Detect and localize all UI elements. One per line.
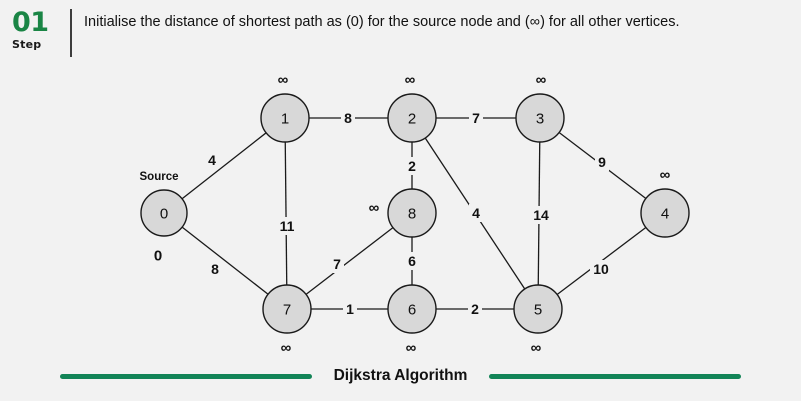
graph-node-label-0: 0 [160, 206, 168, 223]
header: 01 Step Initialise the distance of short… [0, 0, 801, 68]
graph-edge-0-7 [181, 226, 269, 295]
edge-weight-halo-0-1 [205, 151, 219, 169]
edge-weight-2-8: 2 [408, 158, 416, 174]
node-distance-1: ∞ [278, 72, 289, 89]
edge-weight-halo-7-8 [330, 255, 344, 273]
edge-weight-2-5: 4 [472, 205, 480, 221]
graph-node-label-1: 1 [281, 111, 289, 128]
edge-weight-6-8: 6 [408, 253, 416, 269]
node-distance-2: ∞ [405, 72, 416, 89]
edge-weight-halo-0-7 [208, 260, 222, 278]
node-distance-3: ∞ [536, 72, 547, 89]
header-divider [70, 9, 72, 57]
graph-node-2[interactable] [387, 93, 437, 143]
graph-container: 0 1 2 3 4 5 6 7 8 4 8 8 11 7 2 4 9 14 10 2 1 6 7 0 ∞ ∞ ∞ ∞ ∞ ∞ ∞ ∞ Sour… [0, 62, 801, 354]
node-distance-0: 0 [154, 248, 162, 265]
edge-weight-halo-3-4 [595, 153, 609, 171]
edge-weight-halo-2-5 [469, 204, 483, 222]
edge-weight-halo-5-6 [468, 300, 482, 318]
edge-weight-2-3: 7 [472, 110, 480, 126]
footer-rule-right [489, 373, 742, 379]
node-distance-8: ∞ [369, 200, 380, 217]
source-tag: Source [140, 171, 179, 183]
edge-weight-halo-3-5 [530, 206, 552, 224]
edge-weight-4-5: 10 [593, 261, 609, 277]
nodes-layer: 0 1 2 3 4 5 6 7 8 [140, 93, 690, 334]
edge-weight-6-7: 1 [346, 301, 354, 317]
edge-weight-halo-6-7 [343, 300, 357, 318]
graph-node-label-7: 7 [283, 302, 291, 319]
step-block: 01 Step [0, 0, 70, 51]
graph-node-label-6: 6 [408, 302, 416, 319]
graph-node-label-2: 2 [408, 111, 416, 128]
graph-node-label-4: 4 [661, 206, 669, 223]
edge-weight-0-1: 4 [208, 152, 216, 168]
graph-edge-1-7 [284, 141, 288, 286]
node-distance-7: ∞ [281, 340, 292, 355]
edge-weight-halo-2-3 [469, 109, 483, 127]
edge-weight-7-8: 7 [333, 256, 341, 272]
footer-rule-left [59, 373, 312, 379]
instruction-text: Initialise the distance of shortest path… [84, 14, 680, 30]
edge-weight-halo-6-8 [405, 252, 419, 270]
edge-weight-halo-4-5 [590, 260, 612, 278]
edge-weight-3-5: 14 [533, 207, 549, 223]
graph-node-7[interactable] [262, 284, 312, 334]
graph-node-label-5: 5 [534, 302, 542, 319]
edge-weight-3-4: 9 [598, 154, 606, 170]
graph-edge-0-1 [181, 132, 267, 200]
edge-weight-halo-1-7 [276, 217, 298, 235]
graph-node-5[interactable] [513, 284, 563, 334]
edge-weight-1-7: 11 [280, 218, 295, 234]
graph-edge-7-8 [305, 227, 394, 295]
graph-node-6[interactable] [387, 284, 437, 334]
node-distance-6: ∞ [406, 340, 417, 355]
graph-node-4[interactable] [640, 188, 690, 238]
graph-node-0[interactable] [140, 189, 188, 237]
node-distance-5: ∞ [531, 340, 542, 355]
edge-weight-1-2: 8 [344, 110, 352, 126]
footer-title: Dijkstra Algorithm [333, 367, 468, 384]
node-distance-4: ∞ [660, 167, 671, 184]
graph-node-label-8: 8 [408, 206, 416, 223]
edge-weight-halo-2-8 [405, 157, 419, 175]
edge-weight-0-7: 8 [211, 261, 219, 277]
graph-node-label-3: 3 [536, 111, 544, 128]
step-word-label: Step [12, 37, 42, 51]
graph-node-3[interactable] [515, 93, 565, 143]
step-number: 01 [12, 7, 49, 38]
edge-weight-halo-1-2 [341, 109, 355, 127]
graph-svg: 0 1 2 3 4 5 6 7 8 4 8 8 11 7 2 4 9 14 10 2 1 6 7 0 ∞ ∞ ∞ ∞ ∞ ∞ ∞ ∞ Sour… [140, 72, 690, 355]
graph-node-8[interactable] [387, 188, 437, 238]
graph-node-1[interactable] [260, 93, 310, 143]
edge-weight-5-6: 2 [471, 301, 479, 317]
footer: Dijkstra Algorithm [0, 359, 801, 393]
